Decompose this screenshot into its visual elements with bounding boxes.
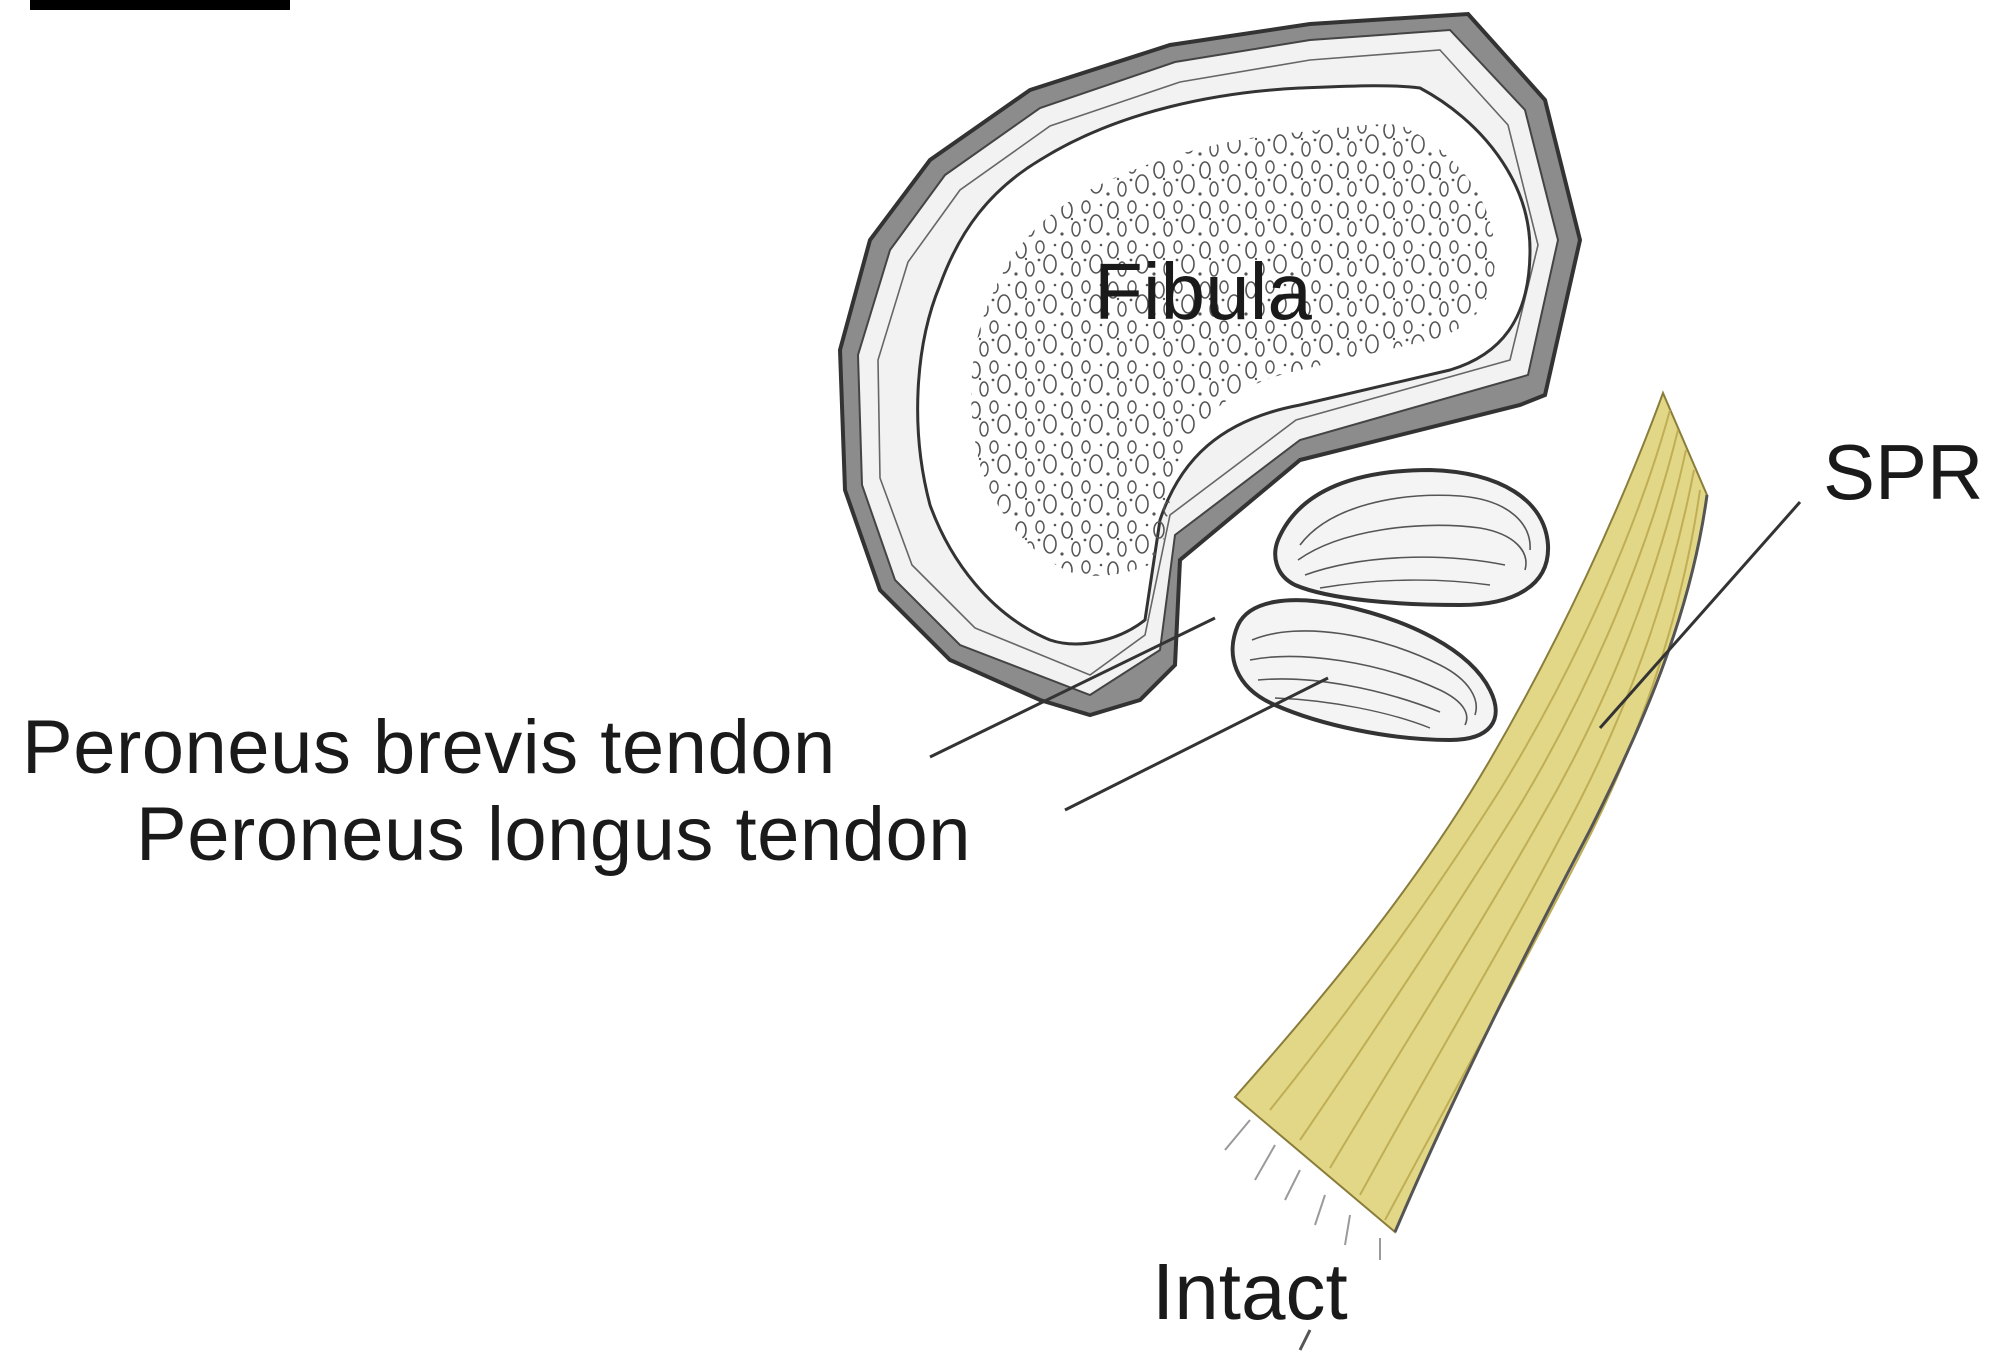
status-label: Intact (1152, 1252, 1348, 1332)
fibula-label: Fibula (1094, 252, 1312, 332)
spr-label: SPR (1823, 433, 1983, 511)
fibula-bone (840, 14, 1580, 715)
peroneus-longus-label: Peroneus longus tendon (136, 797, 971, 873)
corner-bar (30, 0, 290, 10)
peroneus-brevis-tendon (1275, 470, 1548, 605)
peroneus-longus-tendon (1233, 600, 1496, 740)
peroneus-brevis-label: Peroneus brevis tendon (22, 710, 836, 786)
